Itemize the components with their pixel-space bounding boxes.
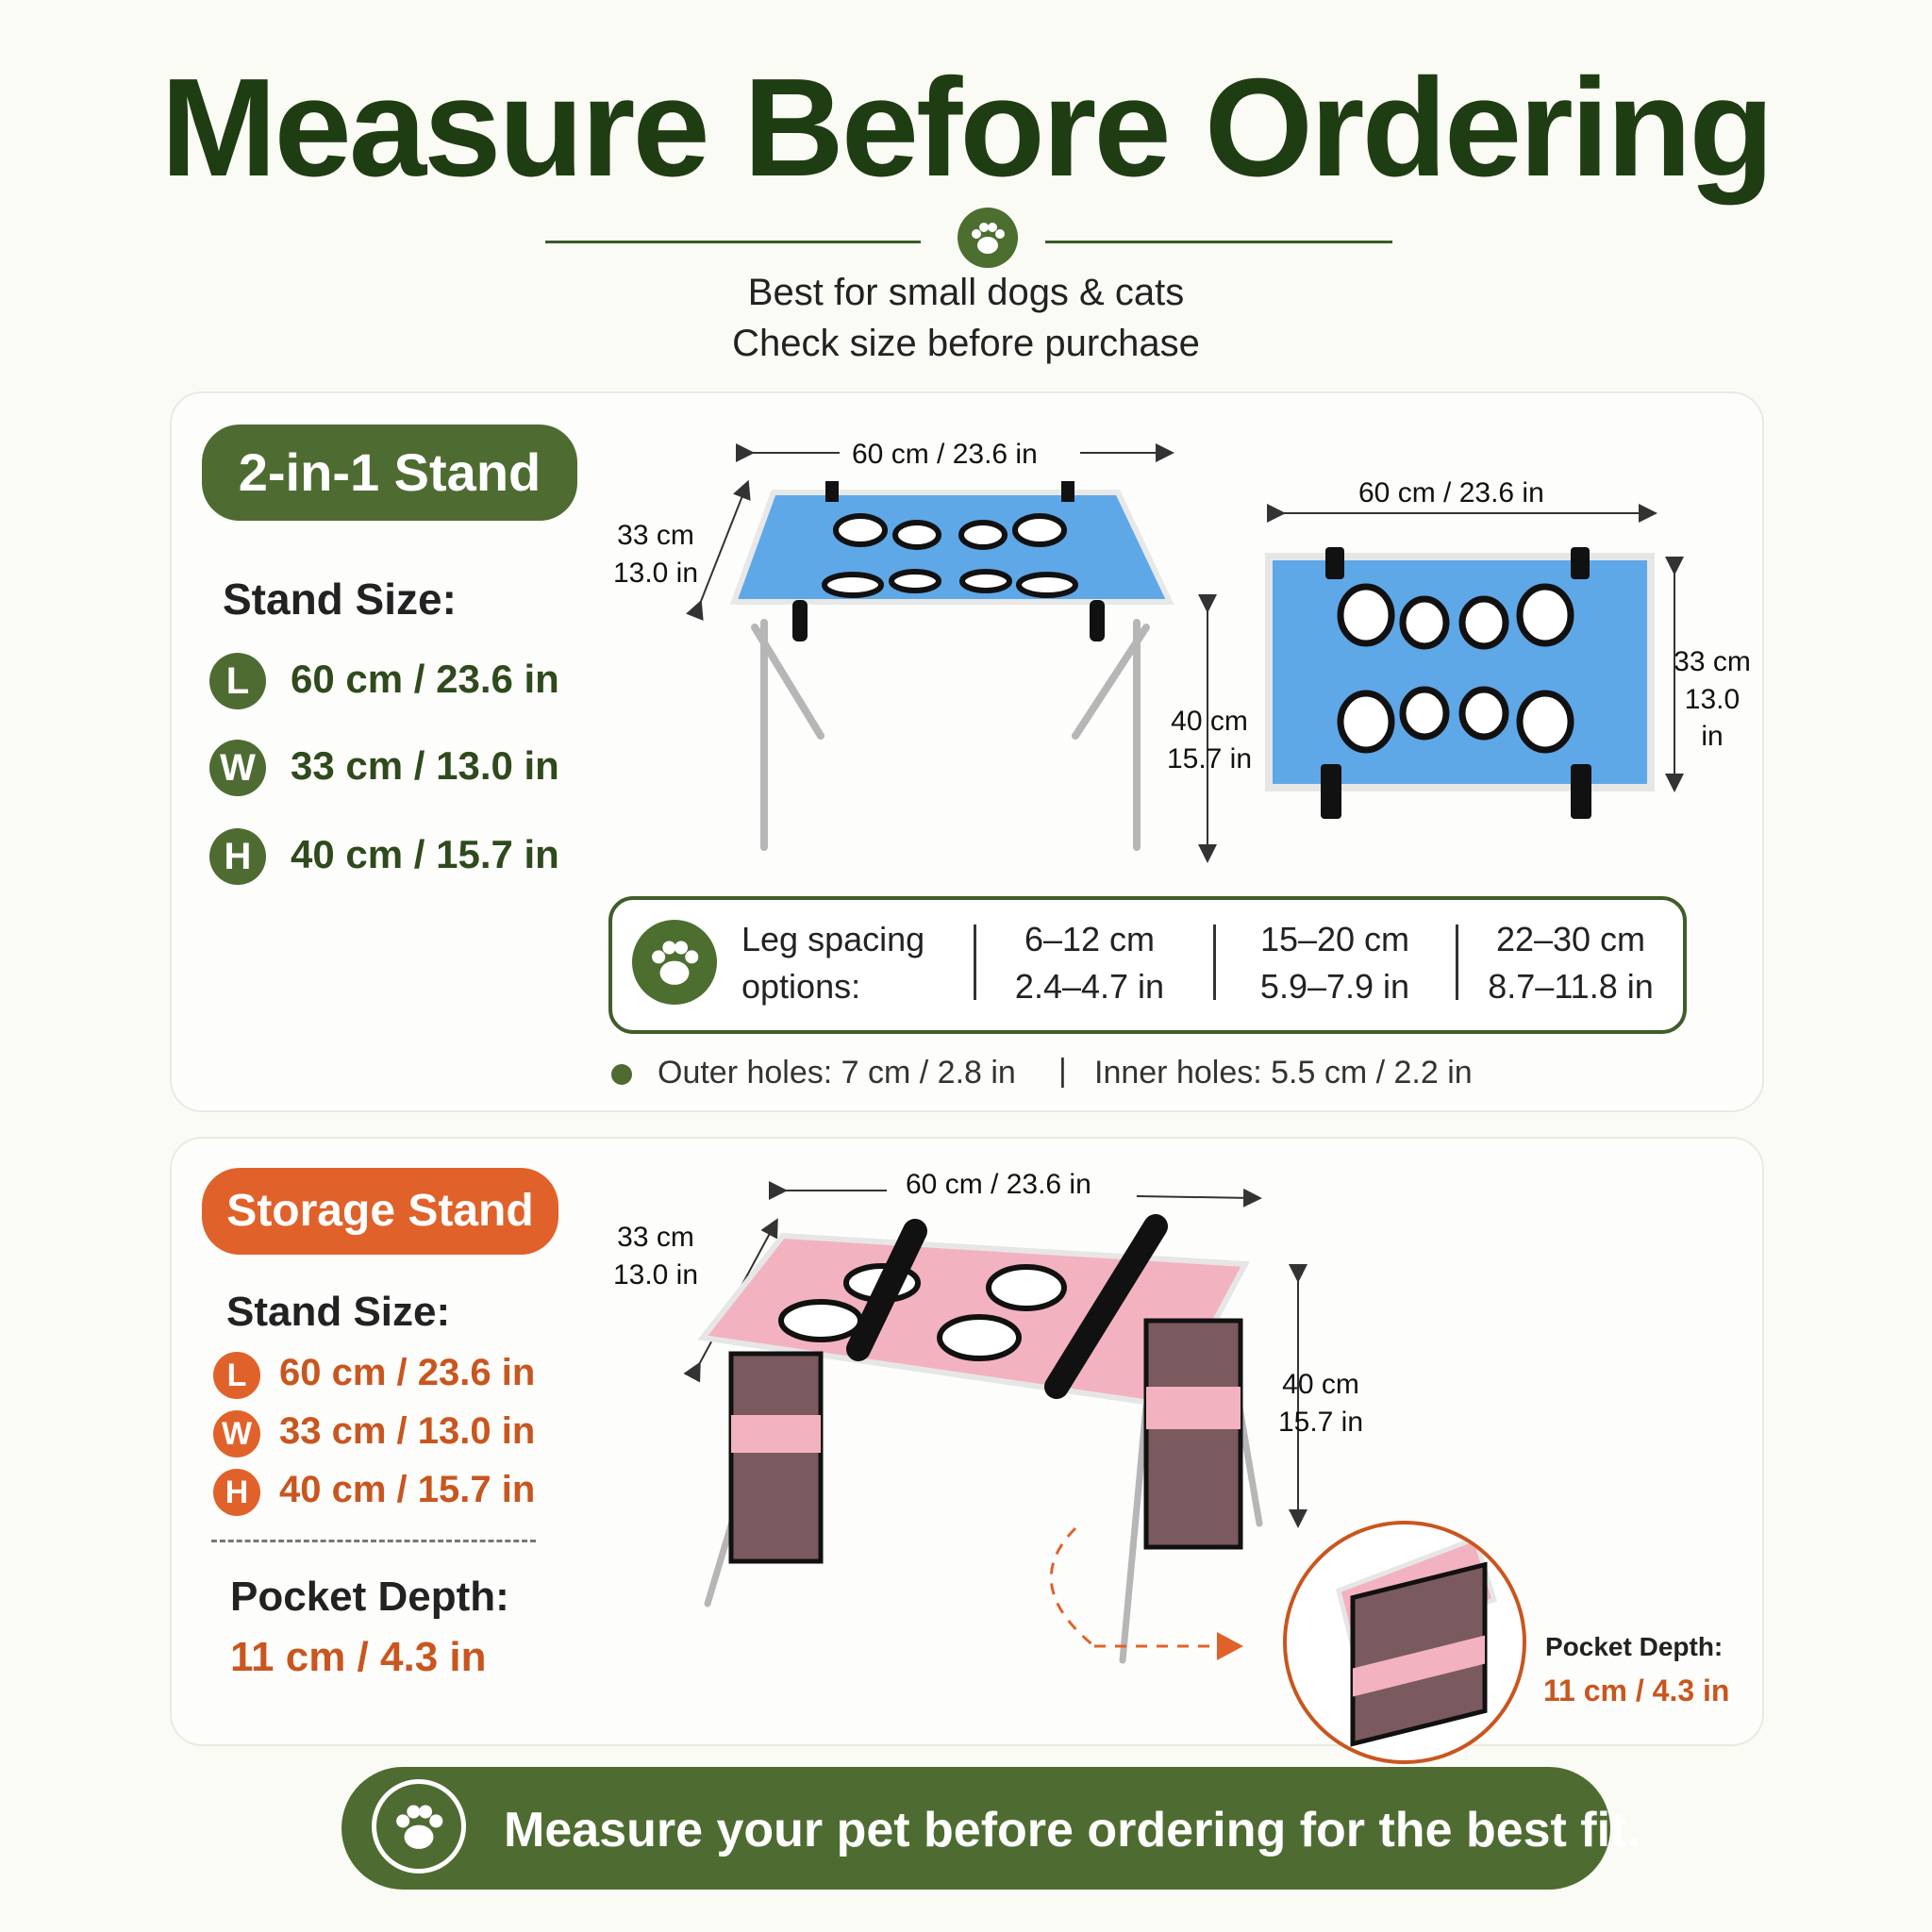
dashed-divider bbox=[211, 1540, 536, 1542]
width-icon: W bbox=[209, 740, 266, 796]
leg-option-3-in: 8.7–11.8 in bbox=[1488, 967, 1654, 1006]
badge-storage-stand: Storage Stand bbox=[202, 1168, 558, 1255]
pocket-depth-value: 11 cm / 4.3 in bbox=[230, 1634, 487, 1680]
divider-right bbox=[1045, 241, 1392, 243]
storage-length-label: 60 cm / 23.6 in bbox=[906, 1169, 1091, 1200]
top-width-in: 13.0 in bbox=[1684, 684, 1740, 752]
paw-icon bbox=[372, 1779, 466, 1874]
blue-stand-side-diagram bbox=[686, 443, 1217, 863]
separator bbox=[1213, 924, 1216, 1000]
height-icon: H bbox=[213, 1469, 260, 1516]
leg-option-3-cm: 22–30 cm bbox=[1495, 920, 1646, 958]
detail-pocket-label: Pocket Depth: bbox=[1545, 1632, 1724, 1661]
inner-holes-text: Inner holes: 5.5 cm / 2.2 in bbox=[1094, 1055, 1473, 1091]
width-value: 33 cm / 13.0 in bbox=[291, 743, 559, 788]
length-value: 60 cm / 23.6 in bbox=[291, 657, 559, 701]
divider-left bbox=[545, 241, 921, 243]
side-length-label: 60 cm / 23.6 in bbox=[852, 439, 1038, 470]
blue-stand-top-diagram bbox=[1265, 504, 1684, 819]
pocket-detail-image bbox=[1336, 1535, 1498, 1747]
stand-size-label: Stand Size: bbox=[223, 575, 457, 624]
side-width-in: 13.0 in bbox=[612, 558, 699, 589]
storage-height-value: 40 cm / 15.7 in bbox=[279, 1469, 536, 1510]
leg-option-2-in: 5.9–7.9 in bbox=[1259, 967, 1410, 1006]
leg-option-2-cm: 15–20 cm bbox=[1259, 920, 1410, 958]
width-icon: W bbox=[213, 1410, 260, 1457]
separator bbox=[1456, 924, 1458, 1000]
separator bbox=[974, 924, 976, 1000]
outer-holes-text: Outer holes: 7 cm / 2.8 in bbox=[658, 1055, 1016, 1091]
pink-stand-diagram bbox=[683, 1181, 1307, 1664]
side-height-cm: 40 cm bbox=[1171, 706, 1248, 737]
storage-length-value: 60 cm / 23.6 in bbox=[279, 1352, 536, 1393]
storage-width-in: 13.0 in bbox=[612, 1259, 699, 1291]
leg-spacing-label-2: options: bbox=[741, 967, 861, 1006]
footer-text: Measure your pet before ordering for the… bbox=[504, 1803, 1641, 1857]
paw-icon bbox=[958, 208, 1018, 268]
length-icon: L bbox=[209, 653, 266, 709]
paw-icon bbox=[632, 920, 717, 1005]
subtitle-line-2: Check size before purchase bbox=[732, 323, 1200, 364]
leg-option-1-in: 2.4–4.7 in bbox=[1014, 967, 1165, 1006]
storage-width-value: 33 cm / 13.0 in bbox=[279, 1410, 536, 1452]
bullet-dot bbox=[611, 1064, 632, 1085]
storage-height-cm: 40 cm bbox=[1282, 1369, 1359, 1400]
leg-spacing-label-1: Leg spacing bbox=[741, 920, 925, 958]
badge-2in1-stand: 2-in-1 Stand bbox=[202, 425, 577, 521]
pocket-detail-circle bbox=[1283, 1521, 1526, 1764]
leg-spacing-box bbox=[608, 896, 1687, 1034]
subtitle-line-1: Best for small dogs & cats bbox=[747, 272, 1185, 313]
leg-option-1-cm: 6–12 cm bbox=[1024, 920, 1156, 958]
detail-pocket-value: 11 cm / 4.3 in bbox=[1543, 1674, 1730, 1707]
storage-height-in: 15.7 in bbox=[1277, 1407, 1364, 1438]
height-icon: H bbox=[209, 828, 266, 885]
storage-width-cm: 33 cm bbox=[617, 1222, 694, 1253]
side-height-in: 15.7 in bbox=[1166, 743, 1253, 774]
page-title: Measure Before Ordering bbox=[160, 50, 1774, 206]
top-width-cm: 33 cm bbox=[1674, 646, 1751, 677]
side-width-cm: 33 cm bbox=[617, 520, 694, 551]
footer-banner bbox=[341, 1767, 1610, 1890]
storage-size-label: Stand Size: bbox=[226, 1289, 451, 1335]
length-icon: L bbox=[213, 1352, 260, 1399]
top-length-label: 60 cm / 23.6 in bbox=[1358, 477, 1544, 508]
pocket-depth-label: Pocket Depth: bbox=[230, 1574, 509, 1620]
holes-divider: | bbox=[1058, 1053, 1067, 1089]
height-value: 40 cm / 15.7 in bbox=[291, 832, 559, 876]
